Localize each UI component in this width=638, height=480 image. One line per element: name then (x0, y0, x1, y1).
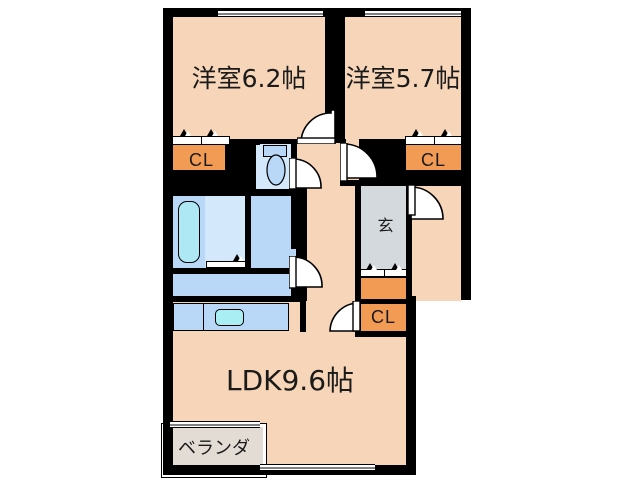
room-label-ldk: LDK9.6帖 (225, 364, 355, 397)
door-bedroom-left[interactable] (297, 110, 337, 144)
closet-right (406, 144, 461, 175)
door-bedroom-right[interactable] (340, 143, 378, 183)
wall-toilet-left (250, 139, 256, 195)
wall-under-room-right-2 (400, 170, 466, 176)
wall-washroom-bottom (168, 268, 297, 274)
closet-right-knob-2 (441, 129, 452, 136)
wall-right-room-bottom (340, 180, 466, 186)
wall-kitchen-right (300, 296, 306, 332)
genkan-floor (361, 186, 410, 272)
closet-left-knob-2 (207, 129, 218, 136)
window-veranda (170, 421, 260, 428)
wall-genkan-left (355, 186, 361, 276)
closet-entrance-label: CL (370, 307, 396, 327)
door-ldk-to-entrance[interactable] (326, 301, 360, 333)
room-label-washitsu-right: 洋室5.7帖 (345, 63, 461, 93)
wall-under-room-left-2 (168, 170, 230, 176)
closet-entrance (361, 303, 406, 331)
wall-entrance-closet-bottom (355, 331, 412, 337)
closet-left-knob-1 (180, 129, 191, 136)
toilet-icon (266, 154, 286, 186)
wall-closet-right-left (400, 139, 406, 176)
genkan-label: 玄 (377, 216, 394, 235)
wall-entrance-closet-split-2 (355, 299, 412, 304)
door-toilet[interactable] (289, 158, 322, 191)
wall-toilet-bottom (250, 189, 297, 195)
washroom-door-knob (233, 254, 244, 261)
kitchen-sink-icon (215, 309, 244, 326)
veranda-label: ベランダ (178, 438, 250, 459)
room-label-washitsu-left: 洋室6.2帖 (191, 63, 307, 93)
wall-middle-right (406, 296, 416, 356)
room-floor-washitsu-left (173, 17, 325, 139)
closet-right-knob-1 (412, 129, 423, 136)
closet-left-label: CL (188, 149, 214, 170)
closet-entrance-knob-2 (391, 263, 402, 270)
wall-bath-top (168, 190, 251, 196)
closet-left (173, 144, 230, 175)
closet-left-doors[interactable] (172, 136, 230, 145)
window-bedroom-left (218, 10, 323, 17)
wall-ldk-right (406, 296, 416, 475)
closet-entrance-upper (361, 277, 406, 299)
wall-ldk-left (163, 296, 173, 475)
window-ldk-bottom (260, 464, 375, 471)
wall-toilet-right (291, 139, 297, 175)
window-bedroom-right (365, 10, 461, 17)
door-entrance[interactable] (408, 185, 446, 223)
closet-entrance-knob-1 (366, 263, 377, 270)
wall-closet-left-right (225, 139, 231, 176)
closet-right-doors[interactable] (405, 136, 462, 145)
room-floor-washitsu-right (345, 17, 461, 139)
wall-kitchen-bottom (168, 296, 306, 302)
wall-between-bedrooms (325, 8, 345, 143)
door-washroom[interactable] (289, 256, 323, 290)
veranda-floor (165, 427, 263, 471)
closet-right-label: CL (420, 149, 446, 170)
kitchen-counter-divider (203, 303, 204, 331)
bathtub-icon (178, 201, 200, 263)
wall-genkan-right (406, 186, 412, 276)
washroom-sliding-door[interactable] (206, 261, 246, 268)
wall-middle-left (163, 180, 173, 305)
closet-entrance-doors[interactable] (360, 269, 407, 277)
wall-washroom-right (291, 189, 297, 249)
wall-bath-right (245, 190, 251, 274)
